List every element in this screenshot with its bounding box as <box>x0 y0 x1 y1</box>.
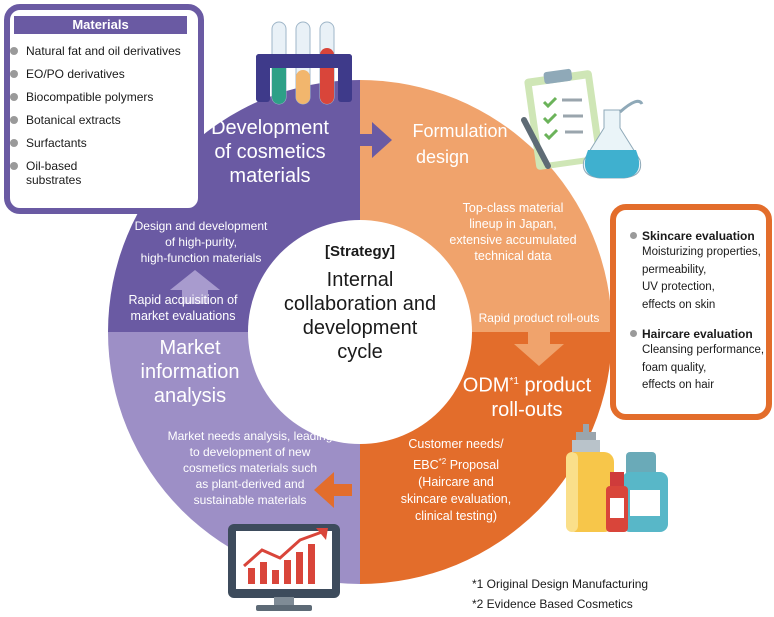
list-item: Oil-based substrates <box>10 159 106 193</box>
center-circle <box>248 220 472 444</box>
text-line: skincare evaluation, <box>400 492 512 507</box>
title-line: analysis <box>153 385 227 407</box>
haircare-line: foam quality, <box>642 361 707 374</box>
evaluation-panel: Skincare evaluation Moisturizing propert… <box>610 204 772 420</box>
arrow-up-icon <box>170 270 220 304</box>
market-title: Market information analysis <box>120 336 260 408</box>
text-line: of high-purity, <box>165 235 237 249</box>
skincare-line: permeability, <box>642 263 707 276</box>
text-line: market evaluations <box>130 309 236 323</box>
text-line: technical data <box>474 249 552 263</box>
list-item: EO/PO derivatives <box>10 67 181 90</box>
center-heading: [Strategy] <box>324 243 395 260</box>
skincare-line: effects on skin <box>642 298 716 311</box>
skincare-evaluation: Skincare evaluation Moisturizing propert… <box>630 228 764 314</box>
text-line: lineup in Japan, <box>469 217 557 231</box>
haircare-line: Cleansing performance, <box>642 344 765 356</box>
materials-heading: Materials <box>14 16 187 34</box>
text-line: extensive accumulated <box>449 233 577 247</box>
title-line: roll-outs <box>491 398 563 421</box>
title-line: Market <box>159 337 221 359</box>
footnote-ref: *1 <box>509 376 519 387</box>
text-line: as plant-derived and <box>195 477 305 491</box>
development-title: Development of cosmetics materials <box>190 116 350 188</box>
market-text: Market needs analysis, leading to develo… <box>150 428 350 508</box>
text-line: (Haircare and <box>418 475 494 490</box>
title-line: ODM*1 product <box>438 370 616 398</box>
formulation-text: Top-class material lineup in Japan, exte… <box>418 200 608 264</box>
arrow-down-icon <box>514 322 564 366</box>
center-label: [Strategy] Internal collaboration and de… <box>266 242 454 364</box>
text-line: sustainable materials <box>193 493 307 507</box>
text-line: Top-class material <box>462 201 564 215</box>
footnote-1: *1 Original Design Manufacturing <box>472 577 649 591</box>
skincare-line: UV protection, <box>642 281 715 293</box>
clipboard-flask-icon <box>521 68 644 179</box>
odm-text: Customer needs/ EBC*2 Proposal (Haircare… <box>376 436 536 525</box>
skincare-line: Moisturizing properties, <box>642 246 761 258</box>
list-item: Botanical extracts <box>10 113 181 136</box>
test-tubes-icon <box>256 21 352 105</box>
arrow-right-icon <box>346 122 392 158</box>
text-line: EBC*2 Proposal <box>376 453 536 474</box>
title-line: Formulation <box>412 121 508 141</box>
text-line: clinical testing) <box>415 509 497 524</box>
text-line: Customer needs/ <box>408 437 504 451</box>
center-line: development <box>302 317 418 339</box>
monitor-chart-icon <box>228 524 340 611</box>
odm-title: ODM*1 product roll-outs <box>438 370 616 422</box>
evaluation-list: Skincare evaluation Moisturizing propert… <box>630 228 764 395</box>
center-line: Internal <box>326 269 394 291</box>
text-line: cosmetics materials such <box>182 461 318 475</box>
center-line: cycle <box>337 341 383 363</box>
materials-panel <box>4 4 204 214</box>
formulation-title: Formulation design <box>398 118 522 170</box>
skincare-title: Skincare evaluation <box>642 229 755 243</box>
text-line: Market needs analysis, leading <box>167 429 333 443</box>
market-arrow-text: Rapid acquisition of market evaluations <box>108 292 258 324</box>
development-text: Design and development of high-purity, h… <box>118 218 284 266</box>
bottles-icon <box>566 424 668 532</box>
title-line: Development <box>211 117 329 139</box>
text-line: Rapid acquisition of <box>128 293 238 307</box>
odm-label: ODM <box>462 374 510 397</box>
text-line: Design and development <box>134 219 268 233</box>
haircare-line: effects on hair <box>642 379 715 391</box>
text-line: to development of new <box>189 445 311 459</box>
odm-label: product <box>518 374 592 397</box>
footnote-ref: *2 <box>438 457 447 466</box>
list-item: Surfactants <box>10 136 181 159</box>
title-line: of cosmetics <box>214 141 326 163</box>
title-line: design <box>416 147 470 167</box>
center-line: collaboration and <box>283 293 437 315</box>
materials-list: Natural fat and oil derivatives EO/PO de… <box>10 44 181 193</box>
title-line: materials <box>229 165 311 187</box>
footnote-2: *2 Evidence Based Cosmetics <box>472 597 633 611</box>
list-item: Natural fat and oil derivatives <box>10 44 181 67</box>
list-item: Biocompatible polymers <box>10 90 181 113</box>
formulation-arrow-text: Rapid product roll-outs <box>478 311 600 325</box>
haircare-title: Haircare evaluation <box>642 327 753 341</box>
title-line: information <box>140 361 240 383</box>
ebc-label: EBC <box>412 458 439 473</box>
haircare-evaluation: Haircare evaluation Cleansing performanc… <box>630 326 764 395</box>
text-line: high-function materials <box>140 251 262 265</box>
arrow-left-icon <box>314 472 352 508</box>
ebc-label: Proposal <box>446 458 500 473</box>
